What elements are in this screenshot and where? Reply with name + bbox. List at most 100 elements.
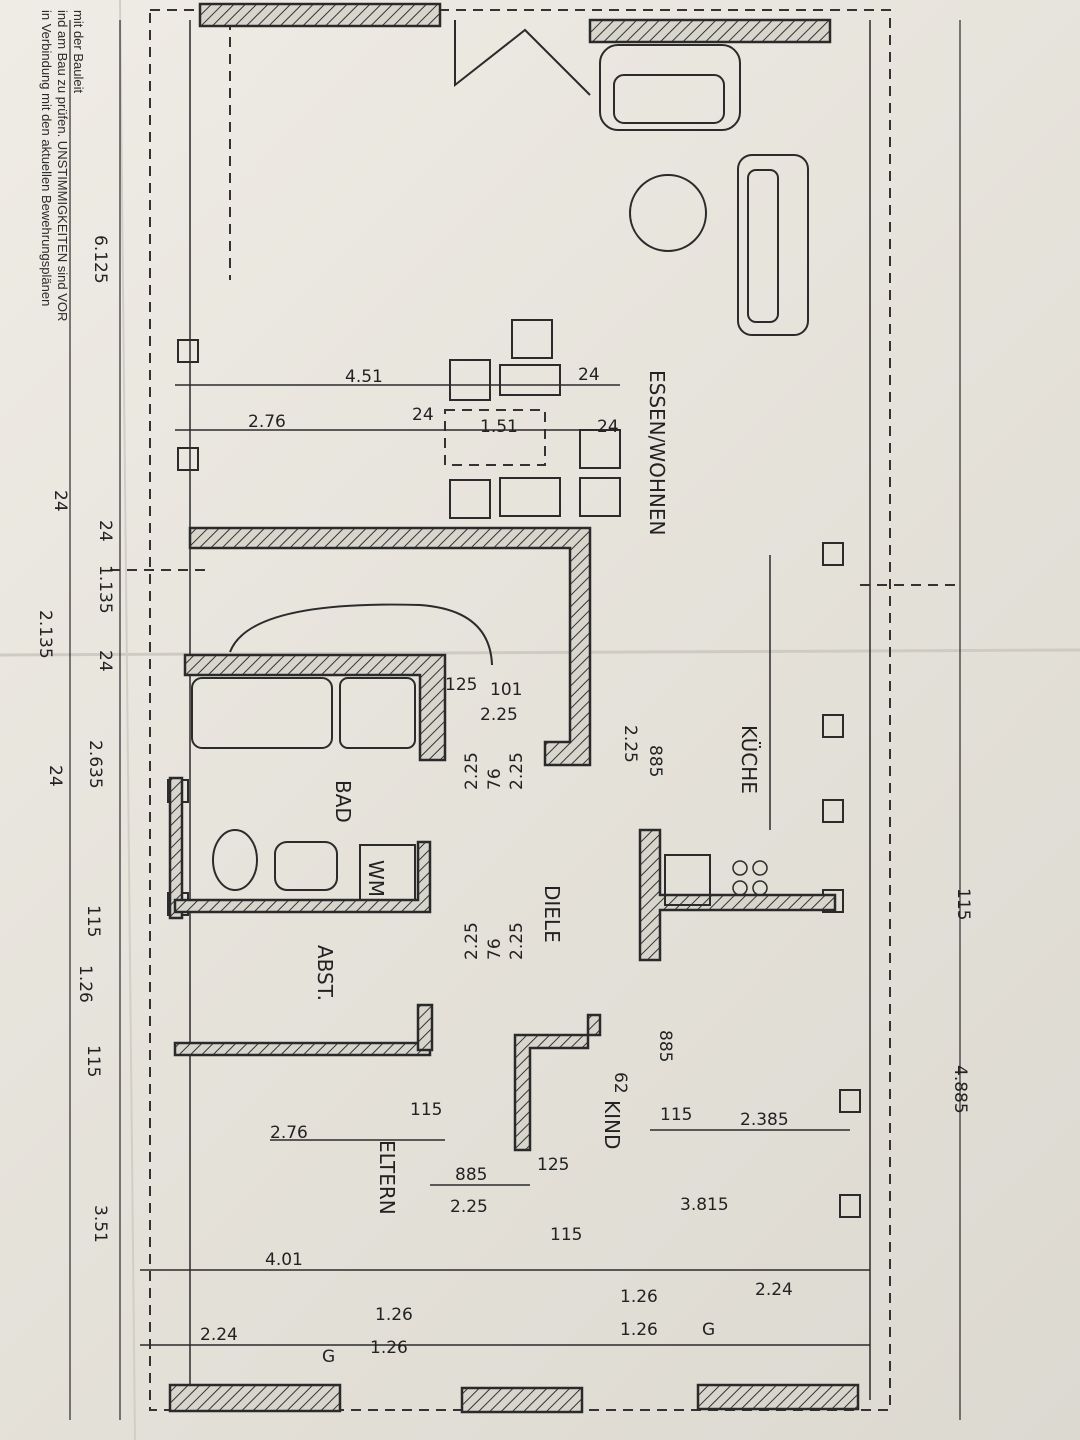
sofa bbox=[737, 154, 809, 336]
wall bbox=[588, 18, 832, 44]
column bbox=[822, 714, 844, 738]
dim-225f: 2.25 bbox=[462, 922, 482, 960]
dim-101: 101 bbox=[490, 680, 522, 700]
bathtub bbox=[339, 677, 416, 749]
column bbox=[177, 339, 199, 363]
dim-151: 1.51 bbox=[480, 417, 518, 437]
dim-224a: 2.24 bbox=[200, 1325, 238, 1345]
outer-boundary bbox=[149, 9, 891, 1411]
dim-351: 3.51 bbox=[90, 1205, 110, 1243]
wall bbox=[513, 1013, 602, 1152]
note-line-2: ind am Bau zu prüfen. UNSTIMMIGKEITEN si… bbox=[55, 10, 70, 321]
column bbox=[822, 799, 844, 823]
dim-6125: 6.125 bbox=[90, 235, 110, 284]
chair bbox=[579, 477, 621, 517]
dim-1135: 1.135 bbox=[95, 565, 115, 614]
dim-2135: 2.135 bbox=[35, 610, 55, 659]
toilet bbox=[212, 829, 258, 891]
dim-126a: 1.26 bbox=[75, 965, 95, 1003]
washing-machine bbox=[359, 844, 416, 901]
wall bbox=[173, 840, 432, 914]
chair bbox=[499, 477, 561, 517]
sink bbox=[274, 841, 338, 891]
dim-885c: 885 bbox=[655, 1030, 675, 1062]
wall bbox=[198, 2, 442, 28]
room-label-essen-wohnen: ESSEN/WOHNEN bbox=[645, 370, 669, 535]
wall bbox=[173, 1041, 432, 1057]
bathtub bbox=[191, 677, 333, 749]
chair bbox=[449, 359, 491, 401]
sofa-seat bbox=[613, 74, 725, 124]
dim-451: 4.51 bbox=[345, 367, 383, 387]
column bbox=[839, 1194, 861, 1218]
chair bbox=[449, 479, 491, 519]
wall bbox=[460, 1386, 584, 1414]
room-label-abst: ABST. bbox=[313, 945, 337, 1001]
door-swing bbox=[229, 603, 493, 666]
dim-401: 4.01 bbox=[265, 1250, 303, 1270]
sofa bbox=[599, 44, 741, 131]
dim-4885: 4.885 bbox=[950, 1065, 970, 1114]
room-label-wm: WM bbox=[364, 860, 388, 897]
dim-115e: 115 bbox=[660, 1105, 692, 1125]
dim-115c: 115 bbox=[410, 1100, 442, 1120]
dim-126d: 1.26 bbox=[620, 1287, 658, 1307]
room-label-eltern: ELTERN bbox=[375, 1140, 399, 1215]
note-line-3: mit der Bauleit bbox=[71, 10, 86, 93]
column bbox=[177, 447, 199, 471]
dim-225e: 2.25 bbox=[507, 752, 527, 790]
wall bbox=[416, 1003, 434, 1052]
column bbox=[822, 542, 844, 566]
label-g1: G bbox=[322, 1347, 335, 1367]
label-g2: G bbox=[702, 1320, 715, 1340]
dining-table bbox=[444, 409, 546, 466]
room-label-kueche: KÜCHE bbox=[737, 725, 761, 794]
room-label-bad: BAD bbox=[331, 780, 355, 823]
dim-24e: 24 bbox=[95, 520, 115, 542]
dim-24g: 24 bbox=[45, 765, 65, 787]
printed-note: in Verbindung mit den aktuellen Bewehrun… bbox=[39, 10, 86, 321]
dim-225c: 2.25 bbox=[620, 725, 640, 763]
chair bbox=[511, 319, 553, 359]
dim-24b: 24 bbox=[578, 365, 600, 385]
dim-2635: 2.635 bbox=[85, 740, 105, 789]
dim-2385: 2.385 bbox=[740, 1110, 789, 1130]
dim-115f: 115 bbox=[953, 888, 973, 920]
wall bbox=[168, 1383, 342, 1413]
dim-115b: 115 bbox=[83, 1045, 103, 1077]
dim-225a: 2.25 bbox=[450, 1197, 488, 1217]
dim-115a: 115 bbox=[83, 905, 103, 937]
sofa-seat bbox=[747, 169, 779, 323]
table-round bbox=[629, 174, 707, 252]
paper-fold bbox=[119, 0, 136, 1440]
door-swing bbox=[454, 20, 591, 96]
dim-3815: 3.815 bbox=[680, 1195, 729, 1215]
dim-126c: 1.26 bbox=[370, 1338, 408, 1358]
dim-24f: 24 bbox=[95, 650, 115, 672]
wall bbox=[696, 1383, 860, 1411]
dim-225g: 2.25 bbox=[507, 922, 527, 960]
dim-24c: 24 bbox=[597, 417, 619, 437]
dim-276a: 2.76 bbox=[248, 412, 286, 432]
stove bbox=[664, 854, 711, 906]
dim-126e: 1.26 bbox=[620, 1320, 658, 1340]
dim-225d: 2.25 bbox=[462, 752, 482, 790]
dim-24d: 24 bbox=[50, 490, 70, 512]
wall bbox=[188, 526, 592, 767]
dim-126b: 1.26 bbox=[375, 1305, 413, 1325]
dim-125a: 125 bbox=[537, 1155, 569, 1175]
column bbox=[839, 1089, 861, 1113]
dim-885b: 885 bbox=[645, 745, 665, 777]
dim-76a: 76 bbox=[485, 768, 505, 790]
note-line-1: in Verbindung mit den aktuellen Bewehrun… bbox=[39, 10, 54, 306]
dim-62: 62 bbox=[610, 1072, 630, 1094]
wall bbox=[168, 776, 184, 920]
dim-76b: 76 bbox=[485, 938, 505, 960]
paper-fold bbox=[0, 648, 1080, 657]
chair bbox=[499, 364, 561, 396]
room-label-kind: KIND bbox=[600, 1100, 624, 1149]
dim-276b: 2.76 bbox=[270, 1123, 308, 1143]
room-label-diele: DIELE bbox=[540, 885, 564, 943]
